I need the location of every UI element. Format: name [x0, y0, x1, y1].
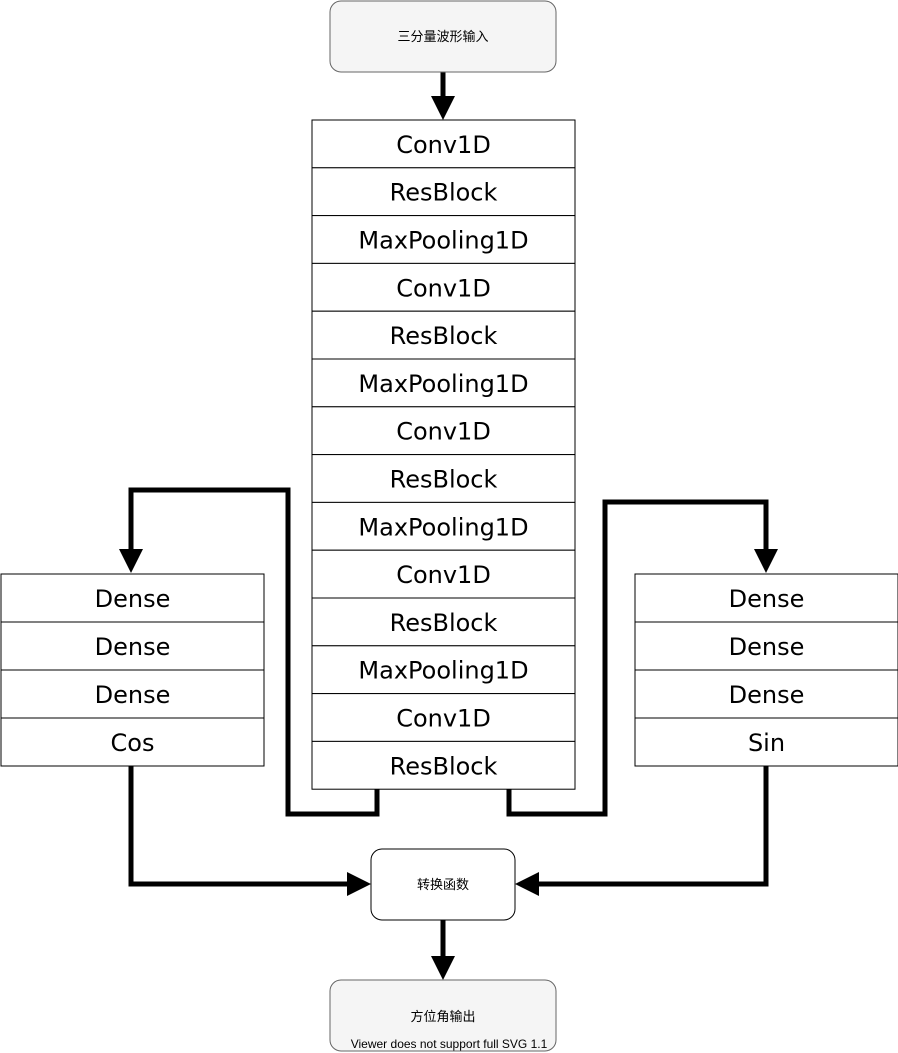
- center-layer-label: Conv1D: [396, 561, 491, 589]
- center-layer-box: [311, 262, 576, 312]
- arrowhead-output: [431, 956, 455, 980]
- center-layer-label: Conv1D: [396, 418, 491, 446]
- center-layer-box: [311, 549, 576, 599]
- left-layer-box: [0, 669, 265, 719]
- center-layer-box: [311, 501, 576, 551]
- center-layer-box: [311, 406, 576, 456]
- edge-cos-to-transform: [128, 766, 351, 887]
- center-layer-label: ResBlock: [390, 322, 498, 350]
- center-layer-label: MaxPooling1D: [358, 513, 528, 541]
- center-layer-label: MaxPooling1D: [358, 370, 528, 398]
- left-layer-label: Dense: [95, 681, 171, 709]
- center-layer-box: [311, 597, 576, 647]
- input-node-label: 三分量波形输入: [397, 29, 488, 45]
- center-layer-label: Conv1D: [396, 274, 491, 302]
- center-layer: ResBlock: [311, 740, 576, 790]
- left-layer-label: Cos: [111, 729, 155, 757]
- right-layer-box: [634, 669, 898, 719]
- center-layer-label: MaxPooling1D: [358, 227, 528, 255]
- left-layer-box: [0, 573, 265, 623]
- output-node-label: 方位角输出: [410, 1009, 475, 1025]
- center-layer: ResBlock: [311, 454, 576, 503]
- left-layer-label: Dense: [95, 633, 171, 661]
- transform-node-label: 转换函数: [417, 878, 469, 893]
- center-layer-box: [311, 454, 576, 503]
- right-layer: Dense: [634, 669, 898, 719]
- center-layer-label: Conv1D: [396, 705, 491, 733]
- left-layer: Dense: [0, 573, 265, 623]
- arrowhead-right-branch: [754, 549, 778, 573]
- right-layer-label: Dense: [729, 585, 805, 613]
- transform-node-box: [370, 848, 516, 921]
- center-layer-label: ResBlock: [390, 609, 498, 637]
- right-layer-box: [634, 717, 898, 767]
- right-layer: Sin: [634, 717, 898, 767]
- input-node-box: [329, 0, 557, 73]
- center-layer: MaxPooling1D: [311, 501, 576, 551]
- right-layer: Dense: [634, 573, 898, 623]
- center-layer-box: [311, 167, 576, 217]
- left-layer: Dense: [0, 621, 265, 671]
- center-layer: MaxPooling1D: [311, 358, 576, 408]
- center-layer-label: Conv1D: [396, 131, 491, 159]
- left-layer-box: [0, 717, 265, 767]
- right-layer-box: [634, 621, 898, 671]
- center-layer-box: [311, 119, 576, 169]
- arrowhead-left-branch: [119, 549, 143, 573]
- arrowhead-input: [431, 96, 455, 120]
- right-layer-label: Dense: [729, 633, 805, 661]
- center-layer: Conv1D: [311, 119, 576, 169]
- right-layer: Dense: [634, 621, 898, 671]
- center-layer-box: [311, 645, 576, 695]
- center-layer: ResBlock: [311, 167, 576, 217]
- arrowhead-cos: [347, 872, 371, 896]
- edge-sin-to-transform: [535, 766, 769, 887]
- center-layer: Conv1D: [311, 406, 576, 456]
- center-layer-box: [311, 740, 576, 790]
- output-node: 方位角输出 Viewer does not support full SVG 1…: [329, 979, 557, 1052]
- center-layer: Conv1D: [311, 262, 576, 312]
- transform-node: 转换函数: [370, 848, 516, 921]
- viewer-warning-text: Viewer does not support full SVG 1.1: [351, 1037, 548, 1051]
- center-layer-label: ResBlock: [390, 752, 498, 780]
- center-layer-stack: Conv1DResBlockMaxPooling1DConv1DResBlock…: [311, 119, 576, 790]
- left-layer: Dense: [0, 669, 265, 719]
- left-layer-label: Dense: [95, 585, 171, 613]
- center-layer: Conv1D: [311, 549, 576, 599]
- center-layer-label: MaxPooling1D: [358, 657, 528, 685]
- edge-stack-to-right-branch: [506, 499, 769, 817]
- center-layer: ResBlock: [311, 310, 576, 360]
- edges: [119, 72, 778, 980]
- center-layer: Conv1D: [311, 693, 576, 742]
- left-layer: Cos: [0, 717, 265, 767]
- output-node-box: [329, 979, 557, 1052]
- input-node: 三分量波形输入: [329, 0, 557, 73]
- center-layer-label: ResBlock: [390, 179, 498, 207]
- right-layer-label: Sin: [748, 729, 785, 757]
- center-layer-box: [311, 693, 576, 742]
- edge-stack-to-left-branch: [128, 487, 380, 817]
- right-layer-box: [634, 573, 898, 623]
- right-layer-label: Dense: [729, 681, 805, 709]
- center-layer: MaxPooling1D: [311, 215, 576, 264]
- arrowhead-sin: [515, 872, 539, 896]
- center-layer-box: [311, 215, 576, 264]
- center-layer: ResBlock: [311, 597, 576, 647]
- center-layer-label: ResBlock: [390, 466, 498, 494]
- center-layer: MaxPooling1D: [311, 645, 576, 695]
